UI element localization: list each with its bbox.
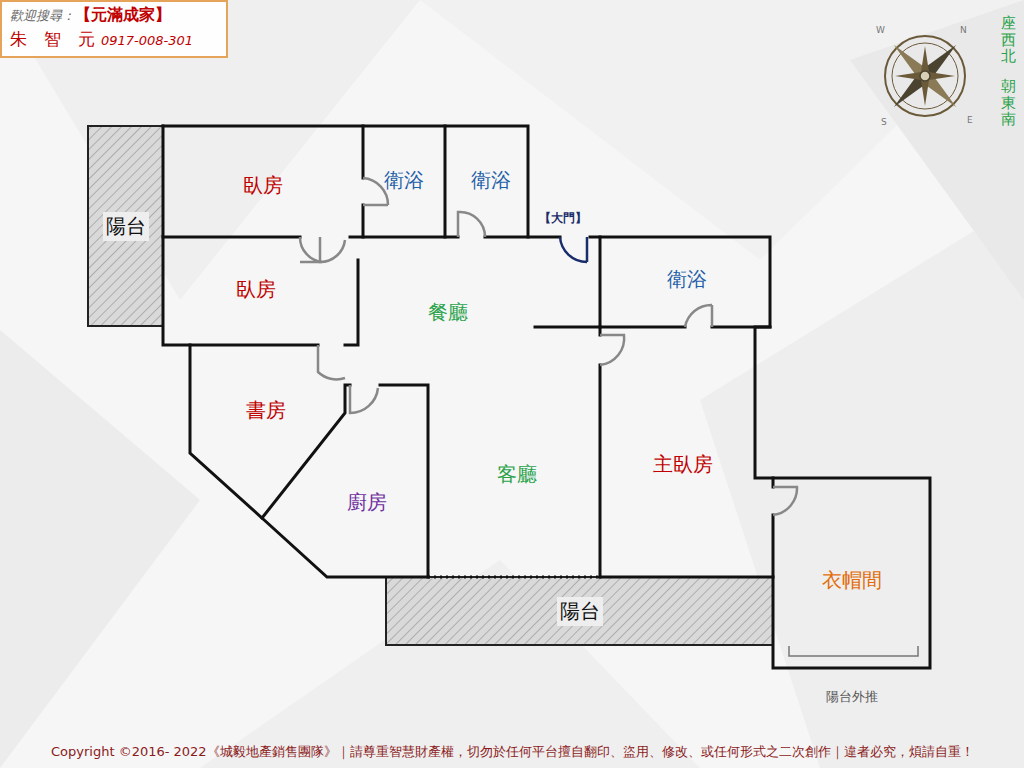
copyright-footer: Copyright ©2016- 2022《城毅地產銷售團隊》｜請尊重智慧財產權… bbox=[51, 743, 974, 761]
room-name: 臥房 bbox=[236, 276, 276, 303]
balcony-band: 陽台 bbox=[386, 577, 773, 645]
room-label: 衛浴 bbox=[667, 266, 707, 293]
room-label: 餐廳 bbox=[428, 299, 468, 326]
room-label: 臥房 bbox=[243, 172, 283, 199]
window-opening bbox=[428, 576, 600, 579]
compass-letter: W bbox=[876, 25, 885, 35]
room-label: 客廳 bbox=[497, 461, 537, 488]
header-box: 歡迎搜尋：【元滿成家】朱 智 元0917-008-301 bbox=[0, 0, 228, 58]
room-label: 衛浴 bbox=[384, 167, 424, 194]
room-label: 衛浴 bbox=[471, 167, 511, 194]
header-highlight: 0917-008-301 bbox=[101, 33, 193, 48]
balcony-hatch bbox=[88, 126, 773, 645]
room-name: 陽台 bbox=[557, 597, 603, 626]
orientation-text: 朝東南 bbox=[1001, 78, 1016, 128]
room-name: 衛浴 bbox=[667, 266, 707, 293]
main-door-label: 【大門】 bbox=[539, 210, 587, 227]
compass bbox=[863, 14, 987, 138]
room-label: 主臥房 bbox=[653, 451, 713, 478]
room-name: 書房 bbox=[246, 397, 286, 424]
room-name: 臥房 bbox=[243, 172, 283, 199]
header-text: 歡迎搜尋： bbox=[10, 8, 75, 23]
room-name: 廚房 bbox=[347, 489, 387, 516]
room-name: 衣帽間 bbox=[822, 567, 882, 594]
room-name: 客廳 bbox=[497, 461, 537, 488]
room-name: 餐廳 bbox=[428, 299, 468, 326]
header-text: 朱 智 元 bbox=[10, 29, 95, 49]
extension-bracket bbox=[789, 646, 918, 656]
room-name: 主臥房 bbox=[653, 451, 713, 478]
balcony-band: 陽台 bbox=[88, 126, 163, 326]
room-label: 衣帽間 bbox=[822, 567, 882, 594]
room-label: 臥房 bbox=[236, 276, 276, 303]
room-label: 書房 bbox=[246, 397, 286, 424]
header-line: 歡迎搜尋：【元滿成家】 bbox=[10, 5, 218, 26]
header-line: 朱 智 元 0917-008-301 bbox=[10, 28, 218, 51]
room-name: 衛浴 bbox=[384, 167, 424, 194]
room-name: 衛浴 bbox=[471, 167, 511, 194]
header-highlight: 【元滿成家】 bbox=[75, 5, 171, 24]
walls bbox=[163, 126, 930, 668]
door-swings bbox=[300, 178, 797, 515]
compass-letter: N bbox=[960, 25, 967, 35]
orientation-text: 座西北 bbox=[1001, 15, 1016, 65]
room-name: 陽台 bbox=[103, 212, 149, 241]
main-door-swing bbox=[560, 237, 587, 262]
room-label: 廚房 bbox=[347, 489, 387, 516]
extension-note: 陽台外推 bbox=[826, 688, 878, 706]
compass-letter: S bbox=[881, 117, 887, 127]
compass-letter: E bbox=[967, 115, 973, 125]
